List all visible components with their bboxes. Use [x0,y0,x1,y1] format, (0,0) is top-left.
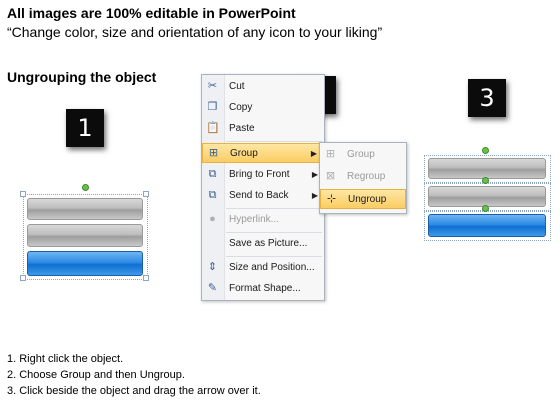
rotation-handle[interactable] [482,205,489,212]
group-icon: ⊞ [208,147,219,159]
menu-separator [226,232,322,233]
resize-handle[interactable] [20,275,26,281]
scissors-icon: ✂ [207,80,218,92]
regroup-icon: ⊠ [325,170,336,182]
group-icon: ⊞ [325,148,336,160]
resize-handle[interactable] [20,191,26,197]
menu-item-label: Hyperlink... [229,214,280,225]
rotation-handle[interactable] [482,147,489,154]
paste-icon: 📋 [206,122,220,134]
ungroup-icon: ⊹ [326,193,337,205]
ungrouped-gray-bar-middle[interactable] [428,186,546,207]
gray-bar-top[interactable] [27,198,143,220]
submenu-arrow-icon: ▶ [311,170,318,179]
menu-item-label: Cut [229,81,245,92]
menu-separator [226,141,322,142]
menu-item-send-to-back[interactable]: ⧉ Send to Back ▶ [202,186,324,206]
menu-item-bring-to-front[interactable]: ⧉ Bring to Front ▶ [202,165,324,185]
submenu-item-label: Ungroup [348,194,387,205]
rotation-handle[interactable] [482,177,489,184]
format-shape-icon: ✎ [207,282,218,294]
menu-item-group[interactable]: ⊞ Group ▶ [202,143,324,163]
menu-item-label: Format Shape... [229,283,301,294]
submenu-item-regroup: ⊠ Regroup [320,167,406,187]
submenu-arrow-icon: ▶ [310,149,317,158]
step-badge-3: 3 [468,79,506,117]
shape-selection-frame[interactable] [424,211,551,241]
menu-item-label: Send to Back [229,190,289,201]
menu-item-label: Save as Picture... [229,238,308,249]
menu-item-label: Paste [229,123,255,134]
submenu-arrow-icon: ▶ [311,191,318,200]
menu-item-label: Copy [229,102,253,113]
copy-icon: ❐ [207,101,218,113]
menu-separator [226,208,322,209]
gray-bar-middle[interactable] [27,224,143,247]
submenu-item-ungroup[interactable]: ⊹ Ungroup [320,189,406,209]
instruction-step: 1. Right click the object. [7,353,124,365]
menu-item-size-and-position[interactable]: ⇕ Size and Position... [202,258,324,278]
menu-separator [226,256,322,257]
rotation-handle[interactable] [82,184,89,191]
instruction-step: 3. Click beside the object and drag the … [7,385,261,397]
menu-item-label: Bring to Front [229,169,290,180]
header-title: All images are 100% editable in PowerPoi… [7,5,296,21]
send-to-back-icon: ⧉ [208,189,217,201]
group-selection-frame[interactable] [23,194,148,280]
context-menu: ✂ Cut ❐ Copy 📋 Paste ⊞ Group ▶ ⧉ Bring t… [201,74,325,301]
menu-item-label: Group [230,148,258,159]
size-position-icon: ⇕ [207,261,218,273]
menu-item-cut[interactable]: ✂ Cut [202,77,324,97]
menu-item-format-shape[interactable]: ✎ Format Shape... [202,279,324,299]
submenu-item-label: Regroup [347,171,386,182]
menu-item-label: Size and Position... [229,262,315,273]
ungrouped-gray-bar-top[interactable] [428,158,546,179]
hyperlink-icon: ● [209,213,216,225]
menu-item-hyperlink: ● Hyperlink... [202,210,324,230]
menu-item-paste[interactable]: 📋 Paste [202,119,324,139]
menu-item-copy[interactable]: ❐ Copy [202,98,324,118]
menu-item-save-as-picture[interactable]: Save as Picture... [202,234,324,254]
ungrouped-blue-bar-bottom[interactable] [428,214,546,237]
instructions-list: 1. Right click the object. 2. Choose Gro… [7,351,261,399]
submenu-item-group: ⊞ Group [320,145,406,165]
step-badge-1: 1 [66,109,104,147]
group-submenu: ⊞ Group ⊠ Regroup ⊹ Ungroup [319,142,407,214]
resize-handle[interactable] [143,191,149,197]
bring-to-front-icon: ⧉ [208,168,217,180]
header-subtitle: “Change color, size and orientation of a… [7,24,383,40]
section-title: Ungrouping the object [7,69,157,85]
menu-icon-strip [202,75,225,300]
resize-handle[interactable] [143,275,149,281]
blue-bar-bottom[interactable] [27,251,143,276]
instruction-step: 2. Choose Group and then Ungroup. [7,369,185,381]
submenu-item-label: Group [347,149,375,160]
